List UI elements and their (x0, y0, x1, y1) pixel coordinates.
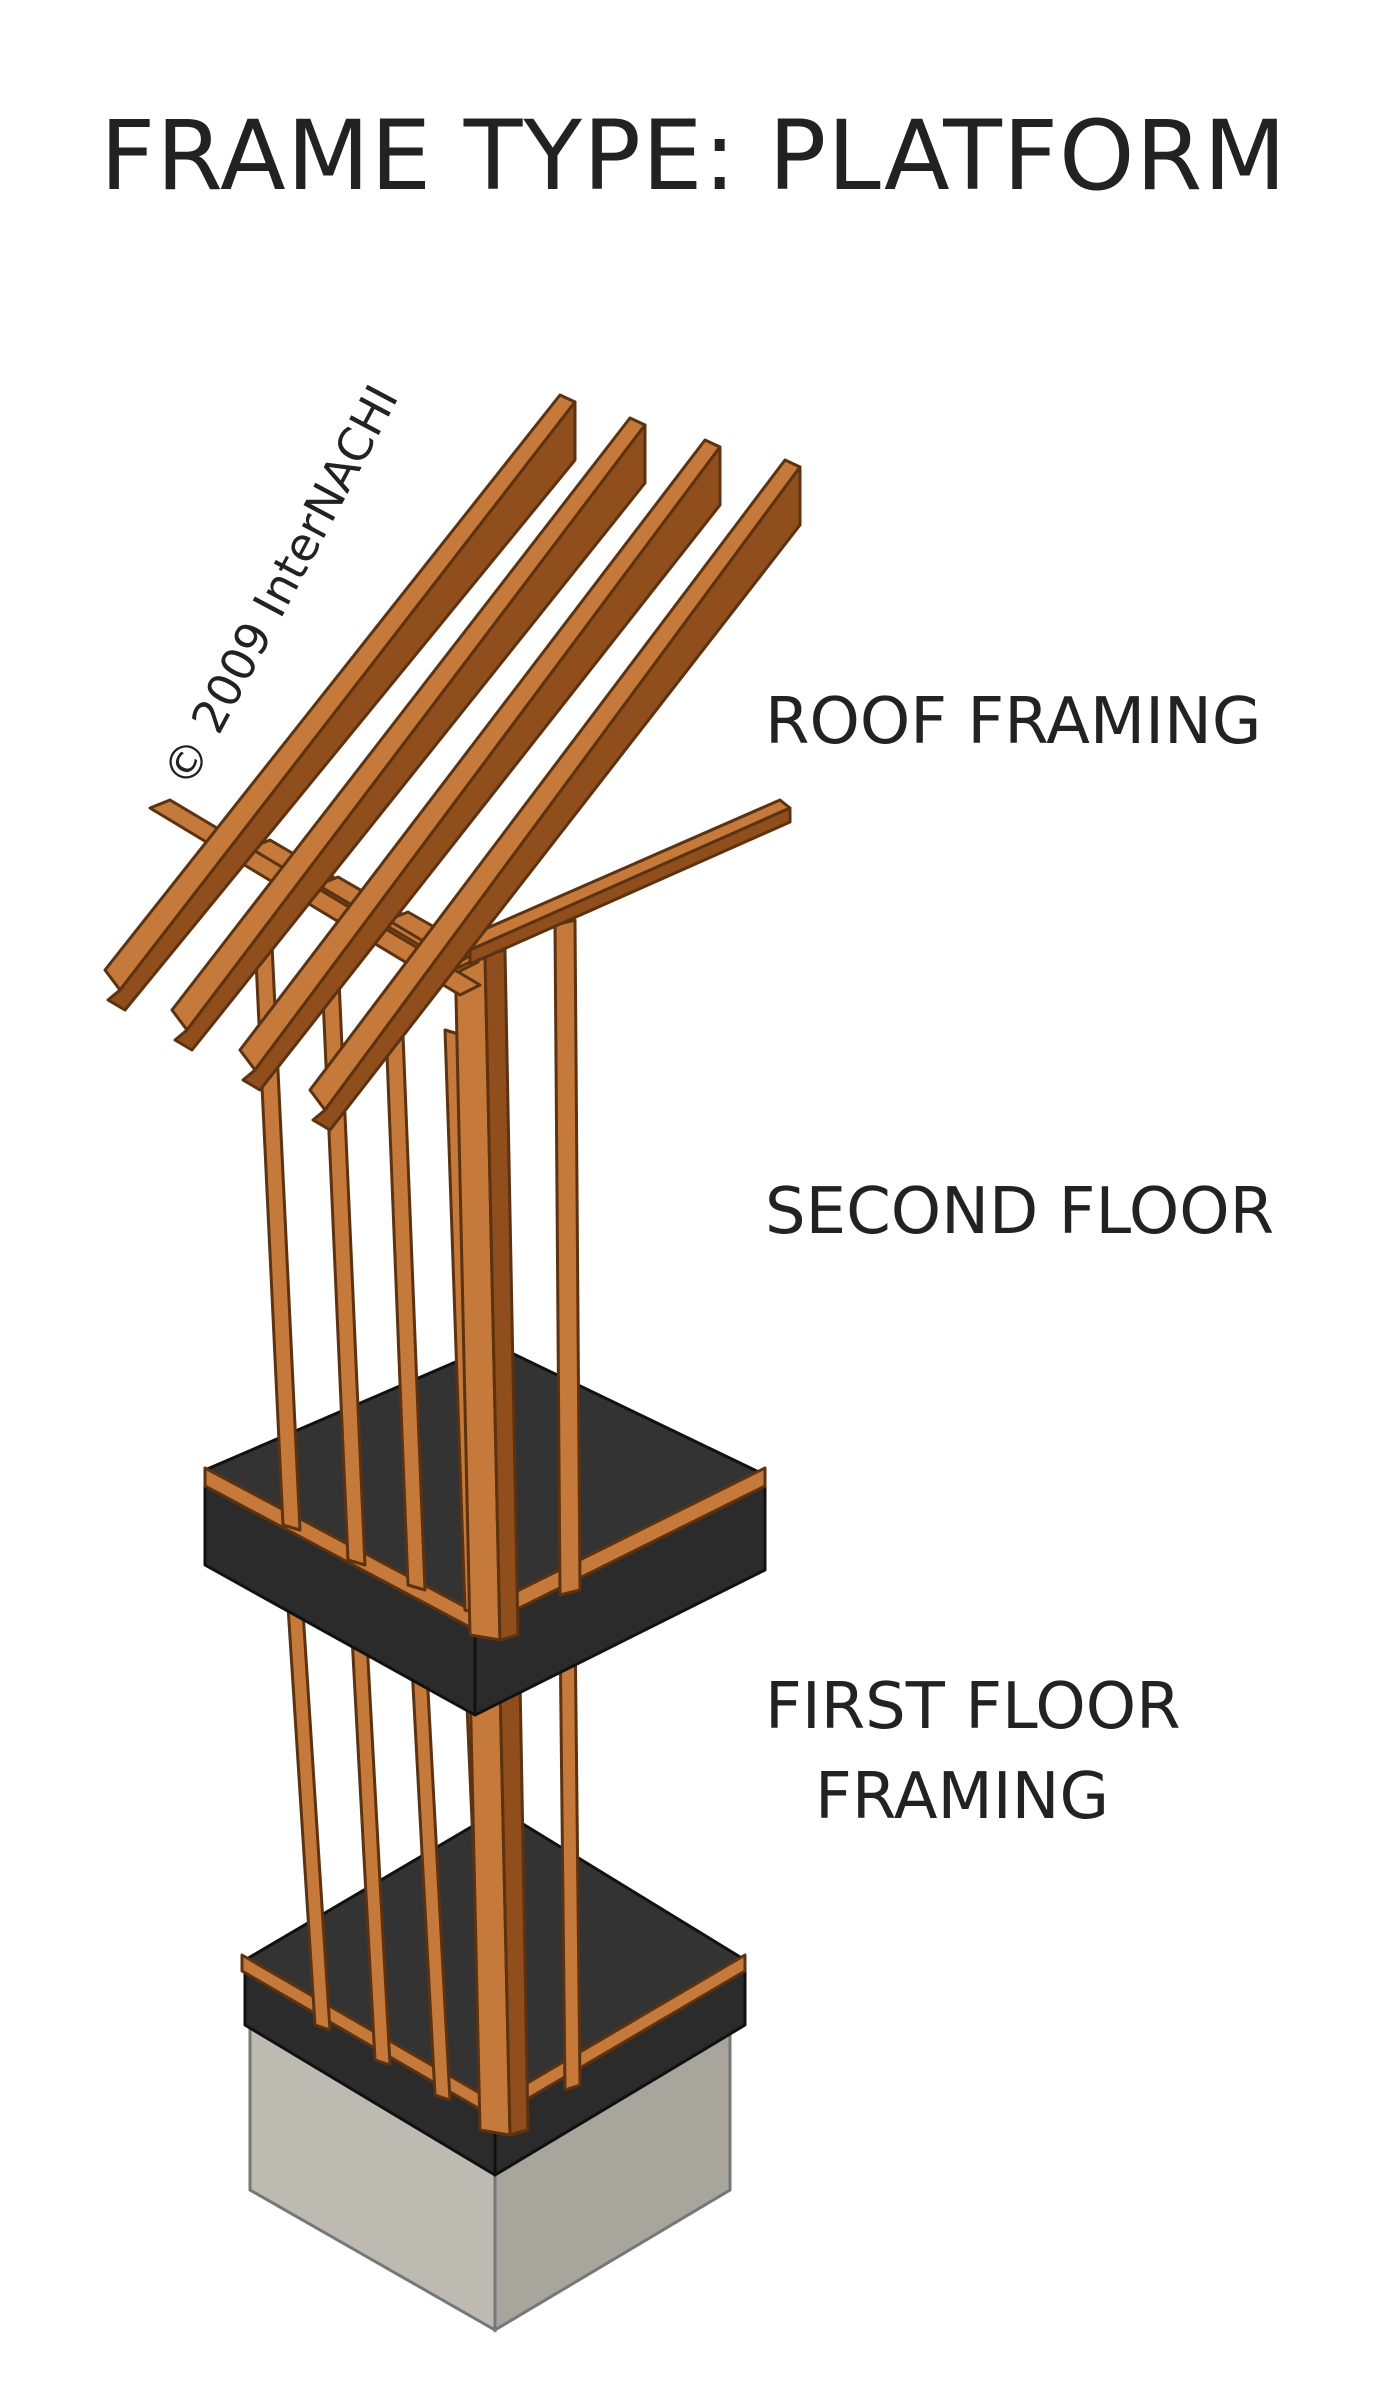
roof-framing-label: ROOF FRAMING (765, 685, 1262, 759)
first-floor-deck (240, 1808, 747, 2177)
second-floor-label: SECOND FLOOR (765, 1175, 1275, 1249)
diagram-title: FRAME TYPE: PLATFORM (100, 100, 1288, 212)
first-floor-label: FIRST FLOOR (765, 1670, 1181, 1744)
first-floor-framing-label: FRAMING (815, 1760, 1110, 1834)
copyright-notice: © 2009 InterNACHI (152, 376, 409, 795)
rafters (103, 393, 802, 1132)
